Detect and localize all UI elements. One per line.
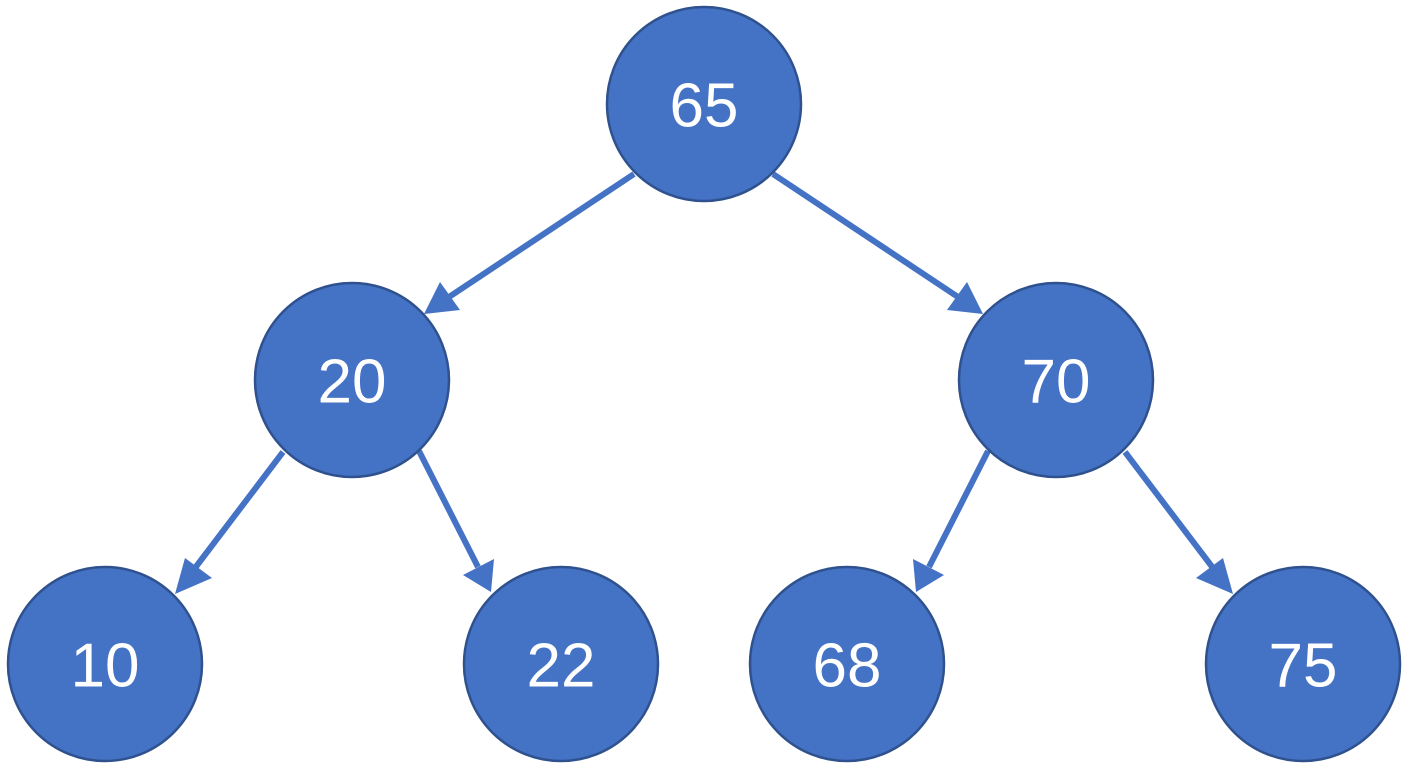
edge-65-70 [771,171,983,314]
node-label: 65 [670,72,739,141]
edges-layer [175,171,1233,594]
tree-node-10: 10 [6,565,204,763]
node-label: 75 [1269,632,1338,701]
node-label: 10 [71,632,140,701]
node-label: 20 [318,348,387,417]
node-label: 68 [813,632,882,701]
node-label: 22 [527,632,596,701]
edge-20-10 [175,450,286,594]
edge-65-20 [424,171,636,314]
edge-70-75 [1122,450,1233,594]
tree-node-68: 68 [748,565,946,763]
tree-node-70: 70 [957,281,1155,479]
tree-node-75: 75 [1204,565,1402,763]
tree-node-65: 65 [605,5,803,203]
edge-70-68 [913,449,991,592]
edge-20-22 [416,449,494,592]
nodes-layer: 65 20 70 10 22 68 75 [6,5,1402,763]
node-label: 70 [1022,348,1091,417]
tree-node-20: 20 [253,281,451,479]
tree-node-22: 22 [462,565,660,763]
